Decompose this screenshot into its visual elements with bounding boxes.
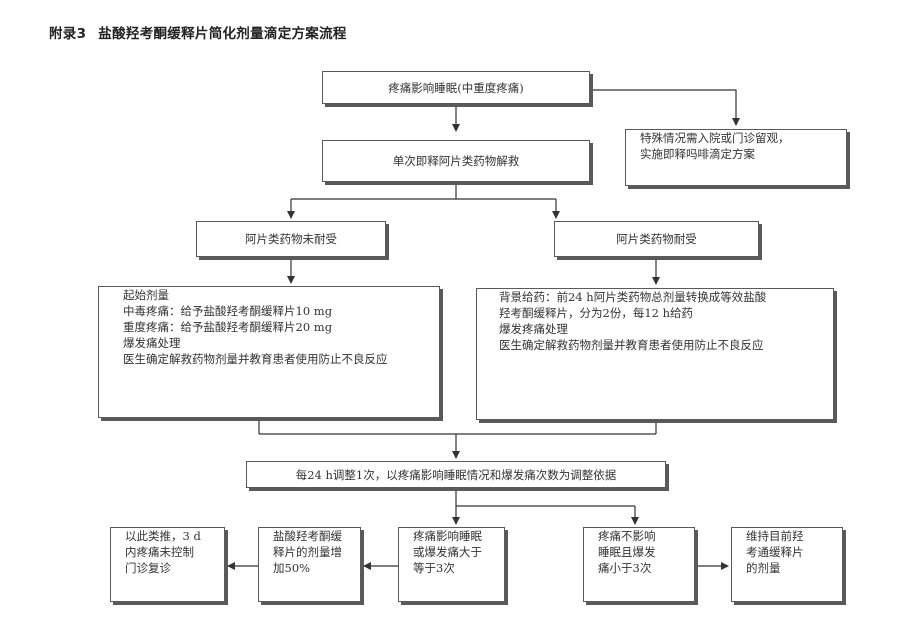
node-daily-adjustment-label: 每24 h调整1次，以疼痛影响睡眠情况和爆发痛次数为调整依据 — [295, 467, 617, 482]
affect-line1: 疼痛影响睡眠 — [413, 529, 482, 543]
title-text: 盐酸羟考酮缓释片简化剂量滴定方案流程 — [98, 26, 347, 42]
affect-line3: 等于3次 — [413, 561, 455, 575]
background-dosing-line4: 医生确定解救药物剂量并教育患者使用防止不良反应 — [499, 338, 764, 352]
node-maintain-dose: 维持目前羟 考通缓释片 的剂量 — [731, 527, 843, 602]
node-special-case-line1: 特殊情况需入院或门诊留观， — [640, 131, 790, 145]
follow-up-line2: 内疼痛未控制 — [125, 545, 194, 559]
starting-dose-line1: 起始剂量 — [123, 288, 169, 302]
node-special-case: 特殊情况需入院或门诊留观， 实施即释吗啡滴定方案 — [625, 129, 847, 186]
node-opioid-naive-label: 阿片类药物未耐受 — [245, 232, 337, 246]
maintain-line1: 维持目前羟 — [746, 529, 804, 543]
node-daily-adjustment: 每24 h调整1次，以疼痛影响睡眠情况和爆发痛次数为调整依据 — [246, 461, 666, 488]
node-follow-up: 以此类推，3 d 内疼痛未控制 门诊复诊 — [110, 527, 225, 602]
not-affect-line3: 痛小于3次 — [598, 561, 652, 575]
follow-up-line3: 门诊复诊 — [125, 561, 171, 575]
starting-dose-line2: 中毒疼痛：给予盐酸羟考酮缓释片10 mg — [123, 304, 333, 318]
node-increase-dose: 盐酸羟考酮缓 释片的剂量增 加50% — [258, 527, 361, 602]
not-affect-line1: 疼痛不影响 — [598, 529, 656, 543]
node-background-dosing: 背景给药：前24 h阿片类药物总剂量转换成等效盐酸 羟考酮缓释片，分为2份，每1… — [476, 288, 834, 420]
appendix-number: 附录3 — [49, 26, 87, 42]
starting-dose-line4: 爆发痛处理 — [123, 336, 181, 350]
node-pain-not-affects: 疼痛不影响 睡眠且爆发 痛小于3次 — [583, 527, 695, 602]
maintain-line2: 考通缓释片 — [746, 545, 804, 559]
node-opioid-naive: 阿片类药物未耐受 — [196, 221, 386, 257]
node-immediate-rescue: 单次即释阿片类药物解救 — [322, 140, 590, 182]
node-special-case-line2: 实施即释吗啡滴定方案 — [640, 147, 755, 161]
maintain-line3: 的剂量 — [746, 561, 781, 575]
node-pain-affects-sleep: 疼痛影响睡眠(中重度疼痛) — [322, 71, 590, 104]
affect-line2: 或爆发痛大于 — [413, 545, 482, 559]
background-dosing-line2: 羟考酮缓释片，分为2份，每12 h给药 — [499, 306, 694, 320]
starting-dose-line3: 重度疼痛：给予盐酸羟考酮缓释片20 mg — [123, 320, 333, 334]
background-dosing-line3: 爆发疼痛处理 — [499, 322, 568, 336]
background-dosing-line1: 背景给药：前24 h阿片类药物总剂量转换成等效盐酸 — [499, 290, 767, 304]
node-immediate-rescue-label: 单次即释阿片类药物解救 — [392, 154, 520, 168]
not-affect-line2: 睡眠且爆发 — [598, 545, 656, 559]
node-pain-affects-sleep-label: 疼痛影响睡眠(中重度疼痛) — [388, 80, 524, 95]
node-opioid-tolerant-label: 阿片类药物耐受 — [616, 232, 697, 246]
node-starting-dose: 起始剂量 中毒疼痛：给予盐酸羟考酮缓释片10 mg 重度疼痛：给予盐酸羟考酮缓释… — [98, 286, 440, 418]
node-pain-affects-or-breakthrough: 疼痛影响睡眠 或爆发痛大于 等于3次 — [398, 527, 505, 602]
page-title: 附录3 盐酸羟考酮缓释片简化剂量滴定方案流程 — [49, 22, 347, 42]
arrow-top-to-special — [590, 89, 740, 126]
node-opioid-tolerant: 阿片类药物耐受 — [554, 221, 759, 257]
starting-dose-line5: 医生确定解救药物剂量并教育患者使用防止不良反应 — [123, 352, 388, 366]
increase-dose-line2: 释片的剂量增 — [273, 545, 342, 559]
follow-up-line1: 以此类推，3 d — [125, 529, 201, 543]
increase-dose-line3: 加50% — [273, 561, 311, 575]
increase-dose-line1: 盐酸羟考酮缓 — [273, 529, 342, 543]
